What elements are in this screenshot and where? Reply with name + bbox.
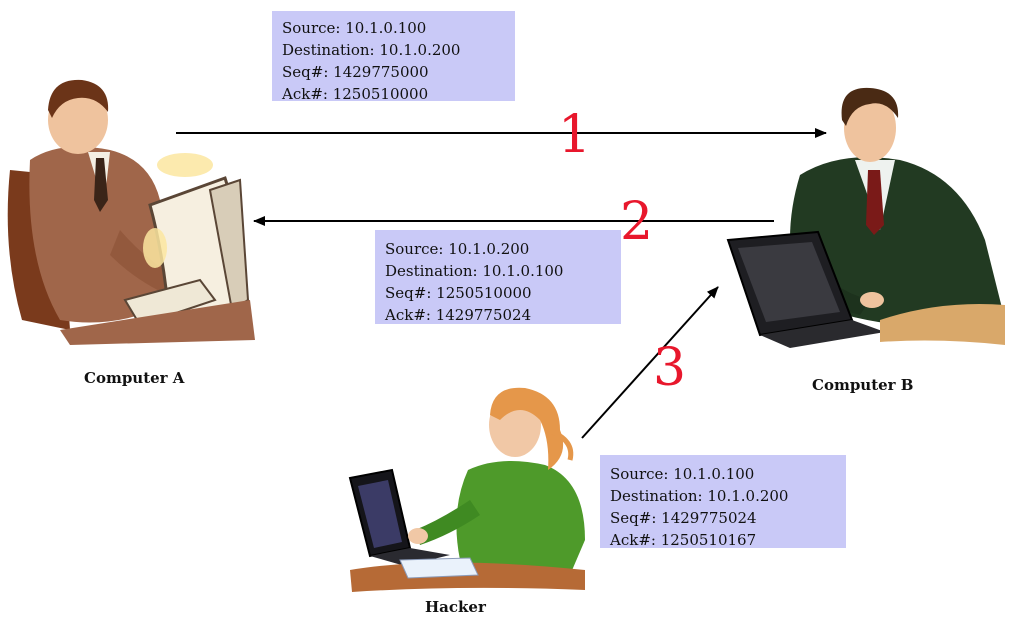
packet-1-destination: Destination: 10.1.0.200	[282, 41, 461, 59]
packet-1-box: Source: 10.1.0.100 Destination: 10.1.0.2…	[272, 11, 515, 103]
packet-2-destination: Destination: 10.1.0.100	[385, 262, 564, 280]
computer-a-label: Computer A	[84, 369, 185, 387]
packet-1-seq: Seq#: 1429775000	[282, 63, 429, 81]
hacker-label: Hacker	[425, 598, 486, 616]
packet-3-ack: Ack#: 1250510167	[610, 531, 757, 549]
packet-3-box: Source: 10.1.0.100 Destination: 10.1.0.2…	[600, 455, 846, 549]
packet-1-ack: Ack#: 1250510000	[282, 85, 429, 103]
step-number-1: 1	[558, 105, 592, 165]
computer-a-illustration	[7, 79, 255, 345]
step-number-2: 2	[620, 192, 654, 252]
packet-2-seq: Seq#: 1250510000	[385, 284, 532, 302]
arrow-3	[581, 286, 719, 439]
packet-1-source: Source: 10.1.0.100	[282, 19, 427, 37]
packet-2-ack: Ack#: 1429775024	[385, 306, 532, 324]
packet-2-source: Source: 10.1.0.200	[385, 240, 530, 258]
packet-3-destination: Destination: 10.1.0.200	[610, 487, 789, 505]
packet-2-box: Source: 10.1.0.200 Destination: 10.1.0.1…	[375, 230, 621, 324]
step-number-3: 3	[653, 338, 687, 398]
hacker-illustration	[348, 387, 585, 592]
computer-b-label: Computer B	[812, 376, 914, 394]
computer-b-illustration	[726, 87, 1005, 348]
packet-3-seq: Seq#: 1429775024	[610, 509, 757, 527]
packet-3-source: Source: 10.1.0.100	[610, 465, 755, 483]
